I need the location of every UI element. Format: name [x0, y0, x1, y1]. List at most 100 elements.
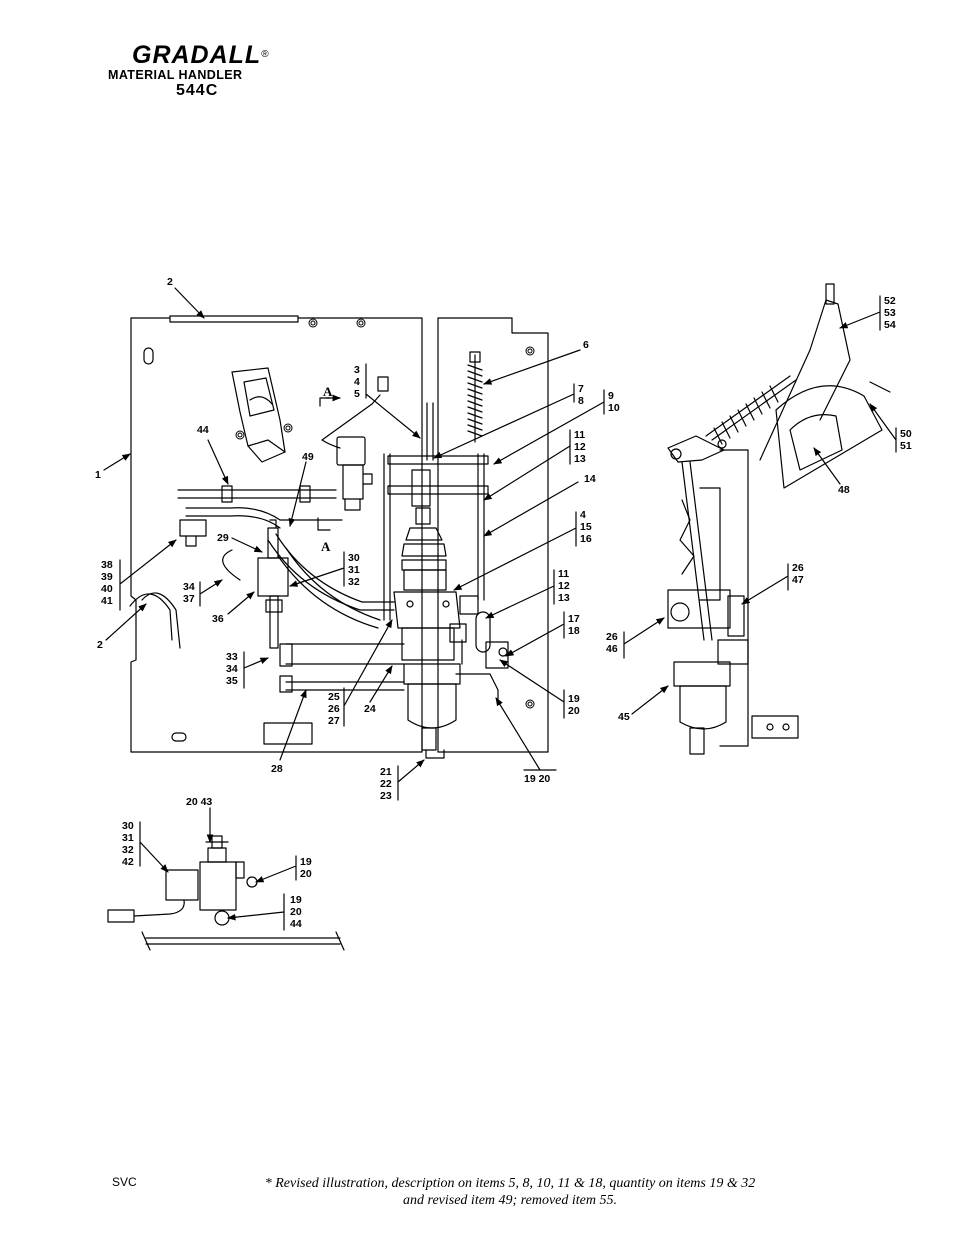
brand-block: GRADALL® MATERIAL HANDLER 544C: [108, 42, 308, 100]
callout-49: 49: [302, 451, 314, 463]
callout-19: 19: [568, 693, 580, 705]
callout-51: 51: [900, 440, 912, 452]
callout-17: 17: [568, 613, 580, 625]
callout-4-group: 4: [580, 509, 586, 521]
callout-15: 15: [580, 521, 592, 533]
callout-26: 26: [328, 703, 340, 715]
callout-7: 7: [578, 383, 584, 395]
callout-35: 35: [226, 675, 238, 687]
callout-25: 25: [328, 691, 340, 703]
callout-10: 10: [608, 402, 620, 414]
callout-36: 36: [212, 613, 224, 625]
callout-9: 9: [608, 390, 614, 402]
callout-20-43: 20 43: [186, 796, 212, 808]
callout-41: 41: [101, 595, 113, 607]
callout-13-lower: 13: [558, 592, 570, 604]
callout-19-detail: 19: [300, 856, 312, 868]
revision-note-line-2: and revised item 49; removed item 55.: [403, 1193, 617, 1208]
detail-solenoid: [165, 869, 199, 901]
callout-28: 28: [271, 763, 283, 775]
guide-rods: [383, 402, 489, 621]
callout-12: 12: [574, 441, 586, 453]
callout-29: 29: [217, 532, 229, 544]
right-mounting-plate: [437, 317, 549, 753]
callout-11-lower: 11: [558, 568, 569, 580]
callout-47: 47: [792, 574, 804, 586]
product-subtitle: MATERIAL HANDLER: [108, 68, 243, 82]
valve-fittings: [449, 595, 509, 669]
callout-37: 37: [183, 593, 195, 605]
side-bracket: [751, 715, 799, 739]
callout-11: 11: [574, 429, 585, 441]
side-linkage: [667, 435, 725, 463]
callout-30: 30: [348, 552, 360, 564]
callout-33: 33: [226, 651, 238, 663]
callout-13: 13: [574, 453, 586, 465]
callout-21: 21: [380, 766, 392, 778]
callout-48: 48: [838, 484, 850, 496]
callout-1: 1: [95, 469, 101, 481]
callout-44: 44: [197, 424, 209, 436]
callout-32: 32: [348, 576, 360, 588]
callout-39: 39: [101, 571, 113, 583]
callout-45: 45: [618, 711, 630, 723]
callout-38: 38: [101, 559, 113, 571]
callout-31: 31: [348, 564, 360, 576]
access-plate: [263, 722, 313, 745]
callout-4: 4: [354, 376, 360, 388]
callout-18: 18: [568, 625, 580, 637]
registered-mark: ®: [261, 49, 270, 60]
revision-note: * Revised illustration, description on i…: [200, 1175, 820, 1209]
loose-hose: [129, 592, 181, 649]
callout-24: 24: [364, 703, 376, 715]
callout-32-detail: 32: [122, 844, 134, 856]
callout-19-detail-lower: 19: [290, 894, 302, 906]
callout-46: 46: [606, 643, 618, 655]
side-view: [667, 283, 891, 755]
callout-40: 40: [101, 583, 113, 595]
callout-54: 54: [884, 319, 896, 331]
footer-code: SVC: [112, 1175, 137, 1189]
callout-6: 6: [583, 339, 589, 351]
detail-view: [107, 835, 345, 951]
callout-2-top: 2: [167, 276, 173, 288]
callout-20-detail: 20: [300, 868, 312, 880]
model-number: 544C: [176, 82, 219, 99]
callout-3: 3: [354, 364, 360, 376]
callout-50: 50: [900, 428, 912, 440]
callout-44-detail: 44: [290, 918, 302, 930]
callout-numbers: 2 1 3 4 5 6 7 8 9 10 11 12 13 14 4 15 16…: [95, 276, 912, 930]
nuts: [235, 318, 535, 709]
section-mark-a-bottom: A: [321, 539, 331, 554]
callout-23: 23: [380, 790, 392, 802]
revision-note-line-1: * Revised illustration, description on i…: [264, 1176, 756, 1191]
side-valve-body: [667, 589, 731, 629]
callout-34: 34: [183, 581, 195, 593]
hydraulic-hoses: [177, 485, 499, 701]
callout-26-side: 26: [792, 562, 804, 574]
return-spring: [467, 351, 483, 443]
callout-20-detail-lower: 20: [290, 906, 302, 918]
detail-base-line: [145, 937, 341, 945]
section-mark-a-top: A: [323, 384, 333, 399]
manifold-block: [179, 519, 289, 649]
callout-27: 27: [328, 715, 340, 727]
callout-20: 20: [568, 705, 580, 717]
callout-8: 8: [578, 395, 584, 407]
callout-52: 52: [884, 295, 896, 307]
callout-16: 16: [580, 533, 592, 545]
section-marks: [317, 394, 341, 531]
callout-leaders: [103, 287, 897, 931]
callout-5: 5: [354, 388, 360, 400]
callout-30-detail: 30: [122, 820, 134, 832]
slot-hole: [143, 347, 154, 365]
top-edge-strip: [169, 315, 299, 323]
callout-42: 42: [122, 856, 134, 868]
callout-26-side-lower: 26: [606, 631, 618, 643]
switch-bracket: [231, 367, 286, 463]
callout-14: 14: [584, 473, 596, 485]
brand-logo: GRADALL®: [132, 41, 270, 69]
callout-53: 53: [884, 307, 896, 319]
solenoid-valve: [321, 376, 389, 511]
